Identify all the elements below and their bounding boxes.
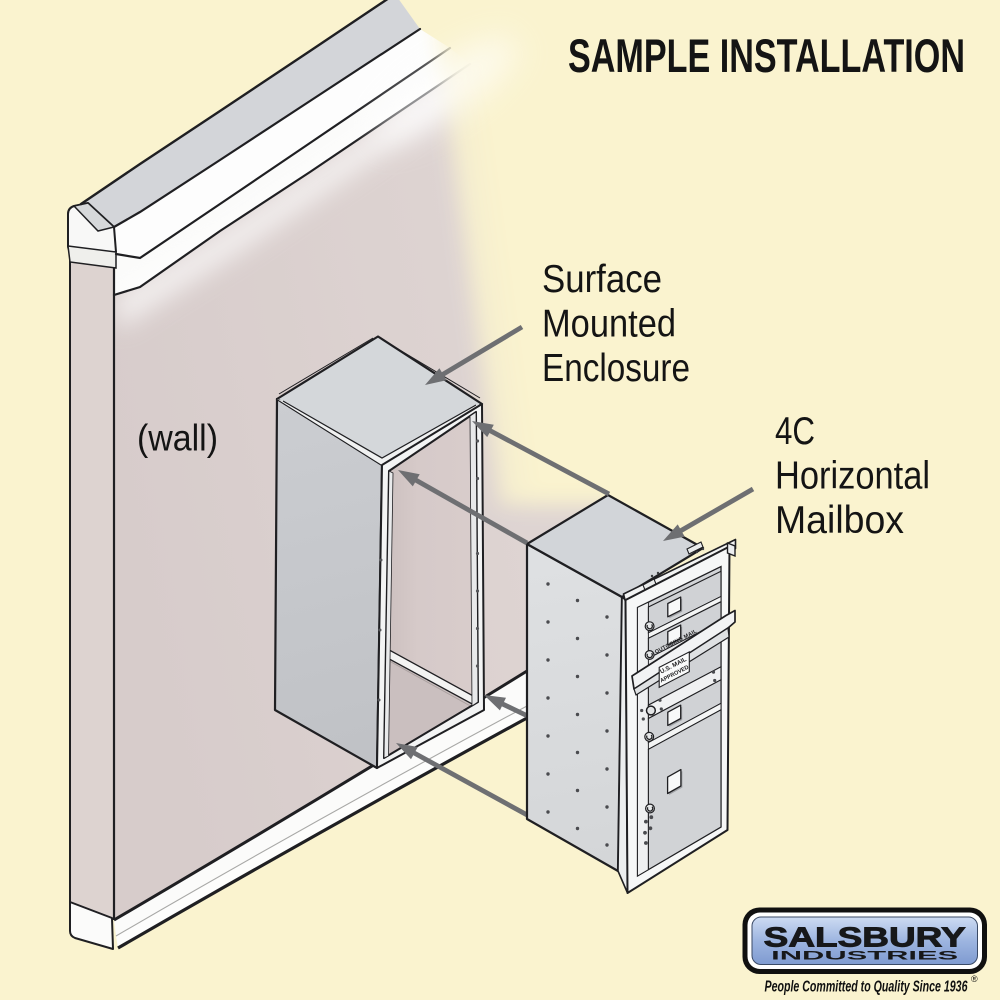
svg-text:Horizontal: Horizontal xyxy=(775,455,930,498)
svg-text:People Committed to Quality Si: People Committed to Quality Since 1936 xyxy=(765,979,968,996)
svg-text:Enclosure: Enclosure xyxy=(542,347,690,390)
svg-text:Mailbox: Mailbox xyxy=(775,499,904,542)
svg-text:4C: 4C xyxy=(775,410,815,453)
svg-text:Surface: Surface xyxy=(542,258,662,301)
svg-text:(wall): (wall) xyxy=(137,418,218,459)
svg-text:INDUSTRIES: INDUSTRIES xyxy=(771,949,958,963)
svg-text:Mounted: Mounted xyxy=(542,303,676,346)
svg-text:SAMPLE INSTALLATION: SAMPLE INSTALLATION xyxy=(568,29,965,82)
svg-text:®: ® xyxy=(971,974,978,984)
svg-text:SALSBURY: SALSBURY xyxy=(764,922,966,953)
